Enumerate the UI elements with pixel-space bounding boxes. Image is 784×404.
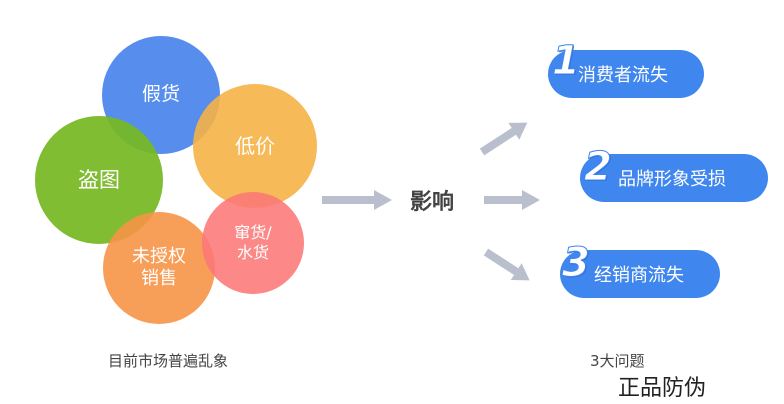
arrow-to-problem-1	[479, 122, 528, 156]
problem-3-pill: 经销商流失	[560, 250, 720, 298]
three-problems-caption: 3大问题	[590, 352, 645, 370]
watermark-text: 正品防伪	[618, 376, 707, 401]
market-chaos-caption: 目前市场普遍乱象	[108, 352, 229, 370]
cause-unauthorized-sales: 未授权 销售	[103, 212, 215, 324]
arrow-to-problem-2	[484, 190, 540, 210]
cause-parallel-goods: 窜货/ 水货	[202, 192, 304, 294]
cause-image-theft-label: 盗图	[78, 167, 120, 192]
problem-1-number: 1	[552, 38, 581, 85]
problem-2-number: 2	[584, 144, 613, 191]
problem-1-pill: 消费者流失	[548, 50, 704, 98]
problem-2-label: 品牌形象受损	[618, 169, 726, 190]
cause-fake-goods-label: 假货	[141, 83, 180, 106]
cause-unauthorized-line2: 销售	[141, 268, 177, 289]
problem-3-label: 经销商流失	[594, 265, 684, 286]
problem-2-pill: 品牌形象受损	[580, 154, 768, 202]
cause-parallel-line1: 窜货/	[234, 223, 272, 242]
cause-low-price: 低价	[193, 84, 317, 208]
cause-low-price-label: 低价	[235, 133, 275, 158]
problem-3-number: 3	[562, 240, 591, 287]
cause-unauthorized-line1: 未授权	[132, 245, 186, 267]
main-arrow	[322, 190, 392, 210]
influence-label: 影响	[410, 190, 455, 215]
cause-parallel-line2: 水货	[236, 243, 269, 262]
arrow-to-problem-3	[483, 248, 530, 281]
problem-1-label: 消费者流失	[578, 65, 668, 86]
